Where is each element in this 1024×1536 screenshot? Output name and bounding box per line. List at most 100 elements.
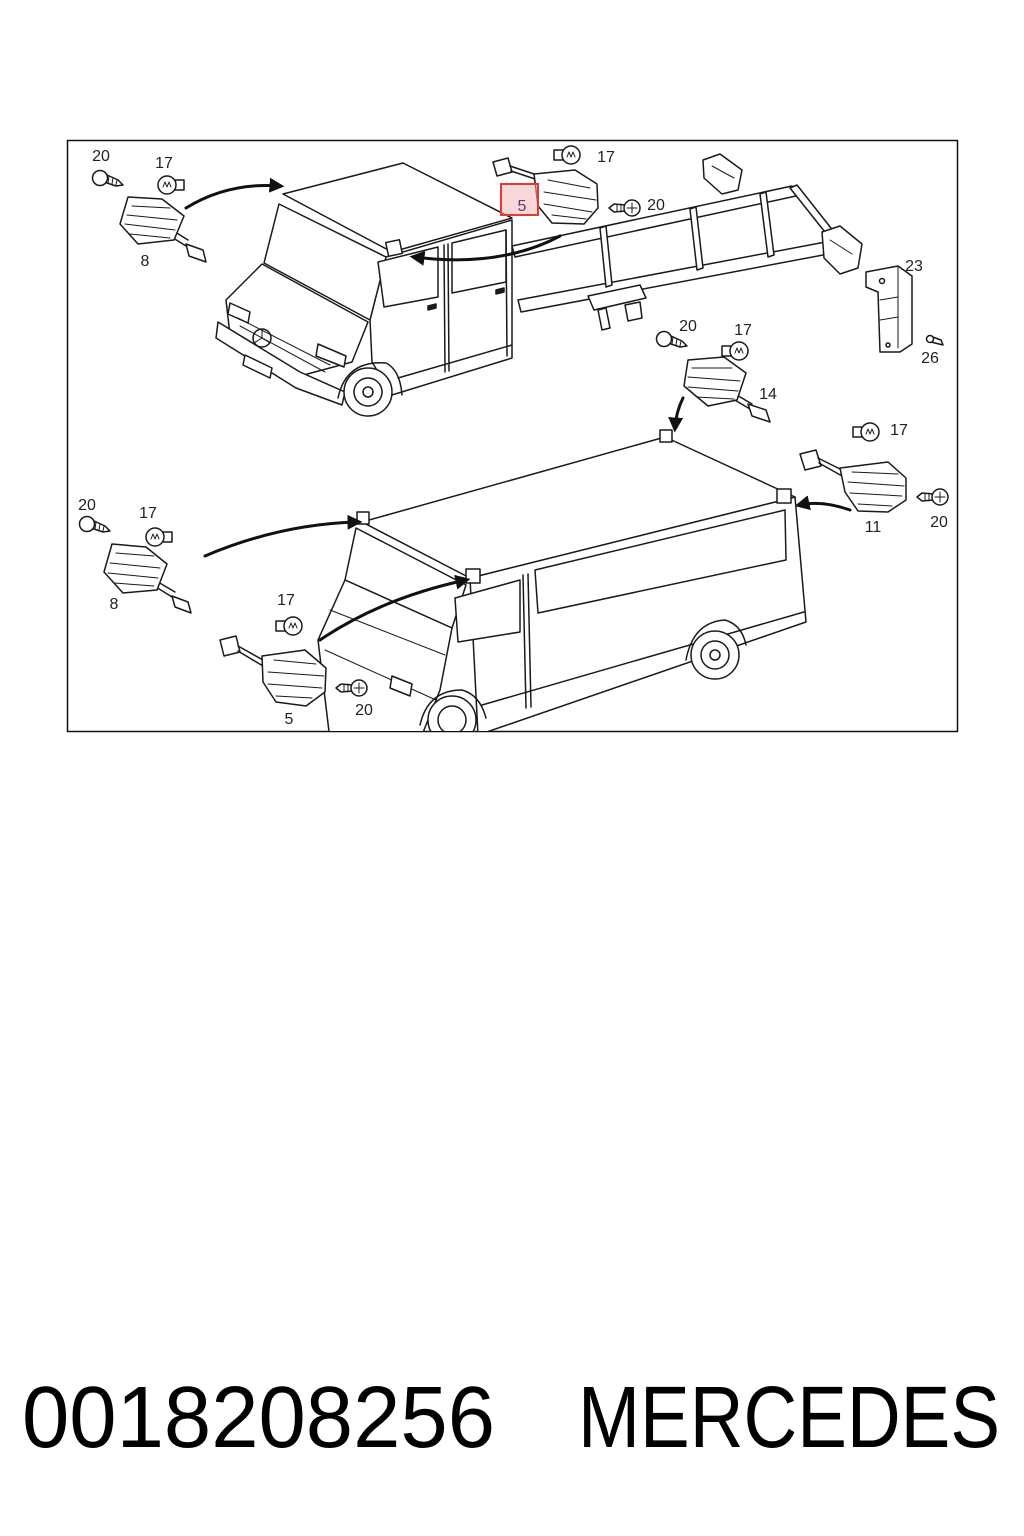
van-rear-hub <box>709 649 721 661</box>
lamp-housing <box>119 196 185 245</box>
marker-lamp-8-top <box>119 196 207 263</box>
lens-ribs <box>107 552 161 587</box>
marker-lamp-5-lower <box>219 635 327 707</box>
bulb-glass <box>860 422 880 442</box>
van-side-window <box>534 509 787 614</box>
pointer-arrow-to-cab-side <box>409 234 562 266</box>
screw-threads <box>616 203 622 213</box>
callout-label: 26 <box>921 350 939 367</box>
screw-head <box>925 334 935 344</box>
lens-ribs <box>847 471 905 507</box>
lamp-connector <box>185 243 207 263</box>
screw-26 <box>925 334 944 346</box>
windshield <box>263 203 387 321</box>
bracket-edges <box>879 265 899 349</box>
cab-side-marker-lamp <box>384 238 404 258</box>
bulb-filament <box>150 533 160 540</box>
lamp-connector <box>219 635 241 657</box>
lamp-wires <box>237 645 264 667</box>
van-rear-wheel-arch <box>685 619 747 661</box>
van-front-wheel-arch <box>419 689 487 726</box>
screw-threads <box>924 492 930 502</box>
cab-sill <box>397 344 513 379</box>
phillips-cross <box>934 491 946 503</box>
bracket-hole <box>885 342 891 348</box>
bracket-hole <box>878 277 886 285</box>
callout-labels: 20 17 8 17 5 20 23 26 20 17 14 17 11 20 … <box>78 148 948 728</box>
callout-label: 17 <box>890 422 908 439</box>
underbody-bracket <box>597 307 611 331</box>
callout-label: 17 <box>597 149 615 166</box>
lens-ribs <box>687 367 741 400</box>
van-cab-window <box>454 579 521 643</box>
crew-cab-chassis-drawing <box>215 153 863 417</box>
callout-label: 14 <box>759 386 777 403</box>
bulb-17-middle <box>721 341 749 361</box>
screw-threads <box>343 683 349 693</box>
callout-label: 20 <box>930 514 948 531</box>
bulb-glass <box>561 145 581 165</box>
bracket-body <box>865 265 913 353</box>
bulb-17-lower <box>275 616 303 636</box>
lamp-connector <box>747 403 771 423</box>
lamp-connector <box>171 595 192 614</box>
lamp-connector <box>799 449 822 471</box>
door-seams <box>443 229 508 373</box>
phillips-cross <box>626 202 638 214</box>
bulb-glass <box>729 341 749 361</box>
van-roof <box>361 436 796 579</box>
callout-label: 5 <box>285 711 294 728</box>
spring-hanger-rear <box>821 225 863 275</box>
callout-label: 11 <box>865 519 882 536</box>
callout-label: 17 <box>155 155 173 172</box>
cross-member <box>689 206 704 271</box>
bulb-filament <box>288 622 298 629</box>
bulb-17-top-center <box>553 145 581 165</box>
pointer-arrow-to-van-roof <box>668 396 685 433</box>
phillips-cross <box>353 682 365 694</box>
screw-20-lower-left <box>78 515 111 533</box>
front-bumper <box>215 321 346 406</box>
van-front <box>317 579 453 731</box>
lamp-wires <box>509 165 536 180</box>
callout-label: 17 <box>139 505 157 522</box>
underbody-tank <box>587 284 647 311</box>
bulb-17-right <box>852 422 880 442</box>
pointer-arrow-to-van-side <box>318 574 471 642</box>
marker-lamp-11 <box>799 449 907 513</box>
lamp-housing <box>839 461 907 513</box>
screw-20-middle <box>655 330 688 348</box>
lamp-housing <box>261 649 327 707</box>
brand-name: MERCEDES <box>578 1369 1000 1466</box>
headlight <box>315 343 347 368</box>
bulb-filament <box>162 181 172 188</box>
callout-label-highlighted: 5 <box>518 198 527 215</box>
pointer-arrow-to-cab-roof <box>184 177 285 210</box>
callout-label: 20 <box>92 148 110 165</box>
lamp-wires <box>817 457 843 477</box>
screw-threads <box>671 336 682 347</box>
screw-20-top-left <box>91 169 124 187</box>
grille-lines <box>237 317 331 373</box>
callout-label: 17 <box>734 322 752 339</box>
callout-label: 20 <box>679 318 697 335</box>
callout-label: 8 <box>141 253 150 270</box>
bulb-filament <box>734 347 744 354</box>
van-sill-line <box>481 611 805 706</box>
lamp-housing <box>683 356 747 407</box>
callout-label: 20 <box>78 497 96 514</box>
lamp-connector <box>492 157 513 177</box>
van-door-seams <box>522 573 532 709</box>
van-hood-lines <box>324 609 446 701</box>
callout-label: 20 <box>355 702 373 719</box>
pointer-arrow-to-van-front-roof <box>203 514 363 558</box>
cab-roof <box>282 162 513 253</box>
truck-cab <box>215 162 513 417</box>
door-handles <box>427 287 505 311</box>
chassis-frame <box>511 153 863 331</box>
screw-head <box>91 169 109 187</box>
van-marker-lamp-side <box>465 568 481 584</box>
screw-threads <box>107 175 118 186</box>
wheel-arch <box>337 362 403 399</box>
